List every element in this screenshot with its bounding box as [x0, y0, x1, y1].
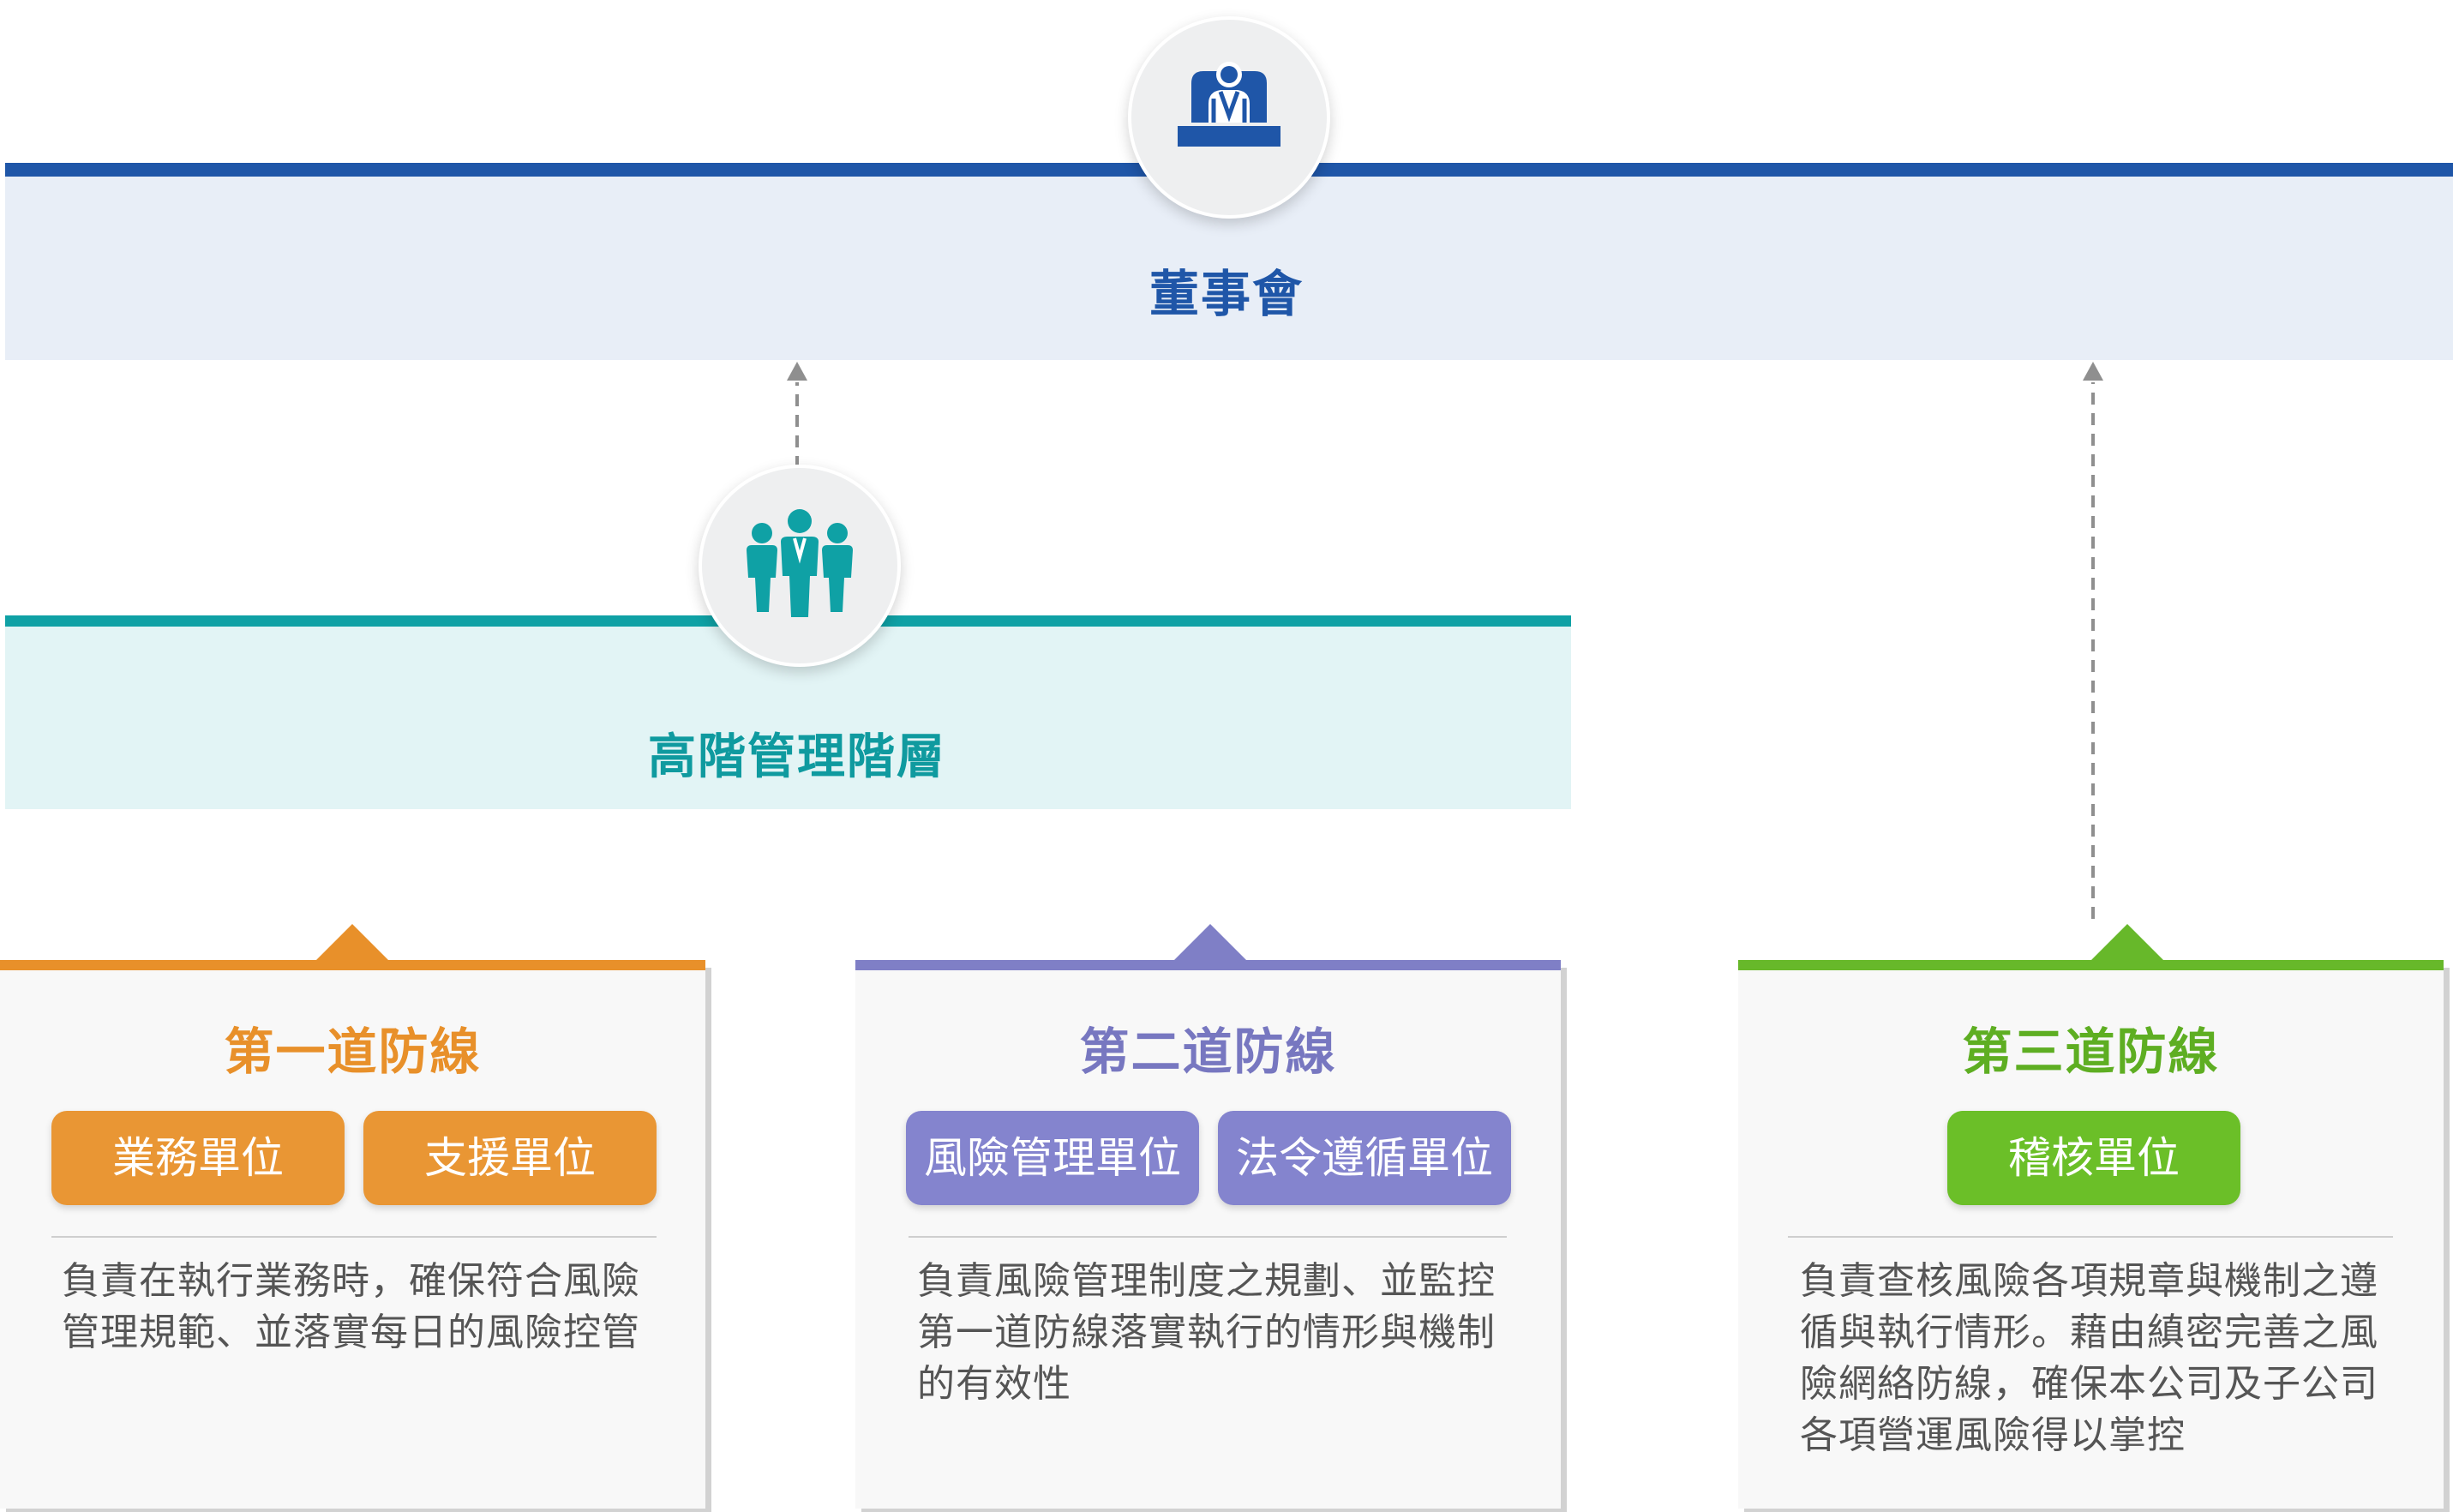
second-line-card: 第二道防線 風險管理單位 法令遵循單位 負責風險管理制度之規劃、並監控 第一道防…	[855, 924, 1561, 1509]
management-title: 高階管理階層	[648, 729, 946, 785]
description-line: 負責在執行業務時，確保符合風險	[62, 1259, 640, 1303]
description-line: 循與執行情形。藉由縝密完善之風	[1800, 1311, 2378, 1354]
card-notch	[1174, 924, 1246, 960]
card-notch	[316, 924, 388, 960]
board-icon-circle	[1128, 16, 1330, 219]
card-divider	[1788, 1236, 2393, 1238]
chairman-podium-icon	[1178, 62, 1280, 147]
unit-audit: 稽核單位	[1947, 1111, 2240, 1205]
card-divider	[51, 1236, 657, 1238]
second-line-title: 第二道防線	[1079, 1023, 1337, 1081]
first-line-title: 第一道防線	[224, 1023, 482, 1081]
second-line-description: 負責風險管理制度之規劃、並監控 第一道防線落實執行的情形與機制 的有效性	[917, 1256, 1496, 1410]
description-line: 負責風險管理制度之規劃、並監控	[917, 1259, 1496, 1303]
description-line: 各項營運風險得以掌控	[1800, 1413, 2186, 1457]
description-line: 險網絡防線，確保本公司及子公司	[1800, 1362, 2378, 1406]
first-line-description: 負責在執行業務時，確保符合風險 管理規範、並落實每日的風險控管	[62, 1256, 640, 1359]
card-top-line	[1738, 960, 2444, 970]
unit-risk-management: 風險管理單位	[906, 1111, 1199, 1205]
description-line: 管理規範、並落實每日的風險控管	[62, 1311, 640, 1354]
card-top-line	[855, 960, 1561, 970]
card-divider	[909, 1236, 1507, 1238]
third-line-description: 負責查核風險各項規章與機制之遵 循與執行情形。藉由縝密完善之風 險網絡防線，確保…	[1800, 1256, 2378, 1461]
management-icon-circle	[699, 465, 901, 667]
dashed-arrow-audit-to-board	[2083, 362, 2103, 919]
first-line-card: 第一道防線 業務單位 支援單位 負責在執行業務時，確保符合風險 管理規範、並落實…	[0, 924, 705, 1509]
third-line-card: 第三道防線 稽核單位 負責查核風險各項規章與機制之遵 循與執行情形。藉由縝密完善…	[1738, 924, 2444, 1509]
unit-business: 業務單位	[51, 1111, 345, 1205]
card-notch	[2091, 924, 2163, 960]
unit-support: 支援單位	[363, 1111, 657, 1205]
team-people-icon	[747, 509, 853, 617]
description-line: 的有效性	[917, 1362, 1071, 1406]
description-line: 負責查核風險各項規章與機制之遵	[1800, 1259, 2378, 1303]
description-line: 第一道防線落實執行的情形與機制	[917, 1311, 1496, 1354]
board-title: 董事會	[1149, 265, 1304, 323]
third-line-title: 第三道防線	[1962, 1023, 2220, 1081]
dashed-arrow-mgmt-to-board	[787, 362, 807, 468]
card-top-line	[0, 960, 705, 970]
unit-compliance: 法令遵循單位	[1218, 1111, 1511, 1205]
